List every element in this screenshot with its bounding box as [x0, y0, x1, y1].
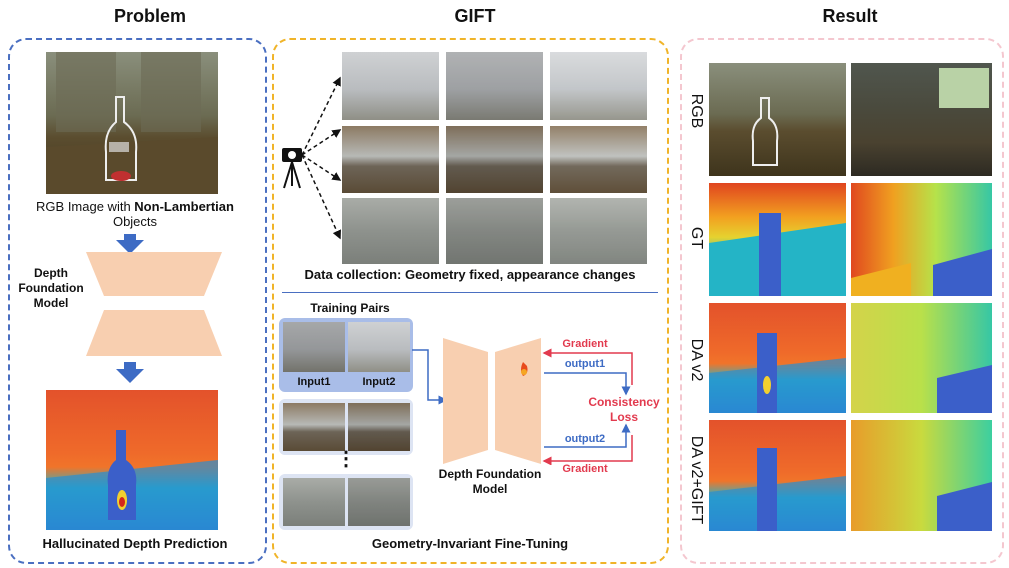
row-label-dav2-gift: DA v2+GIFT: [688, 435, 705, 525]
hallucinated-caption: Hallucinated Depth Prediction: [42, 536, 228, 551]
pair3-image-1: [283, 478, 345, 526]
result-dav2-2: [851, 303, 992, 413]
down-arrow-1: [116, 240, 144, 254]
gift-header: GIFT: [454, 6, 496, 26]
row-label-rgb: RGB: [688, 93, 705, 129]
result-gift-2: [851, 420, 992, 531]
model-shape: [86, 252, 222, 356]
input1-label: Input1: [297, 376, 331, 388]
collection-image-3-1: [342, 198, 439, 264]
result-panel: [680, 38, 1004, 564]
pair2-image-2: [348, 403, 410, 451]
hallucinated-depth-image: [46, 390, 218, 530]
collection-image-1-1: [342, 52, 439, 120]
consistency-loss-label: Consistency Loss: [588, 395, 660, 424]
finetune-model-shape: [443, 338, 541, 464]
input2-image: [348, 322, 410, 372]
down-arrow-1-stem: [124, 234, 136, 242]
finetune-model-label: Depth Foundation Model: [438, 467, 542, 496]
training-pairs-label: Training Pairs: [310, 301, 390, 315]
rgb-caption-prefix: RGB Image with: [36, 199, 135, 214]
result-gift-1: [709, 420, 846, 531]
collection-image-2-1: [342, 126, 439, 193]
collection-image-2-3: [550, 126, 647, 193]
capture-arrows: [301, 76, 342, 240]
result-dav2-1: [709, 303, 846, 413]
result-gt-1: [709, 183, 846, 296]
rgb-caption: RGB Image with Non-Lambertian Objects: [20, 199, 250, 229]
rgb-bottle-image: [46, 52, 218, 194]
section-divider: [282, 292, 658, 293]
pair3-image-2: [348, 478, 410, 526]
result-header: Result: [822, 6, 878, 26]
row-label-dav2: DA v2: [688, 338, 705, 382]
input2-label: Input2: [362, 376, 396, 388]
collection-image-1-2: [446, 52, 543, 120]
problem-panel: [8, 38, 267, 564]
rgb-caption-suffix: Objects: [112, 214, 158, 229]
flow-arrows: [542, 348, 633, 465]
problem-model-label: Depth Foundation Model: [18, 266, 84, 310]
result-rgb-1: [709, 63, 846, 176]
collection-image-1-3: [550, 52, 647, 120]
output1-label: output1: [564, 358, 606, 370]
ellipsis: ⋮: [336, 448, 356, 470]
finetune-caption: Geometry-Invariant Fine-Tuning: [371, 536, 569, 551]
down-arrow-2: [116, 369, 144, 383]
output2-label: output2: [564, 433, 606, 445]
collection-caption: Data collection: Geometry fixed, appeara…: [304, 267, 636, 282]
gradient-bottom-label: Gradient: [562, 463, 608, 475]
result-rgb-2: [851, 63, 992, 176]
row-label-gt: GT: [688, 226, 705, 250]
input1-image: [283, 322, 345, 372]
collection-image-3-3: [550, 198, 647, 264]
rgb-caption-bold: Non-Lambertian: [134, 199, 234, 214]
down-arrow-2-stem: [124, 362, 136, 371]
gradient-top-label: Gradient: [562, 338, 608, 350]
gift-panel: [272, 38, 669, 564]
pair2-image-1: [283, 403, 345, 451]
camera-icon: [282, 148, 302, 189]
input-to-model-arrow: [412, 349, 448, 405]
result-gt-2: [851, 183, 992, 296]
collection-image-3-2: [446, 198, 543, 264]
problem-header: Problem: [113, 6, 187, 26]
collection-image-2-2: [446, 126, 543, 193]
